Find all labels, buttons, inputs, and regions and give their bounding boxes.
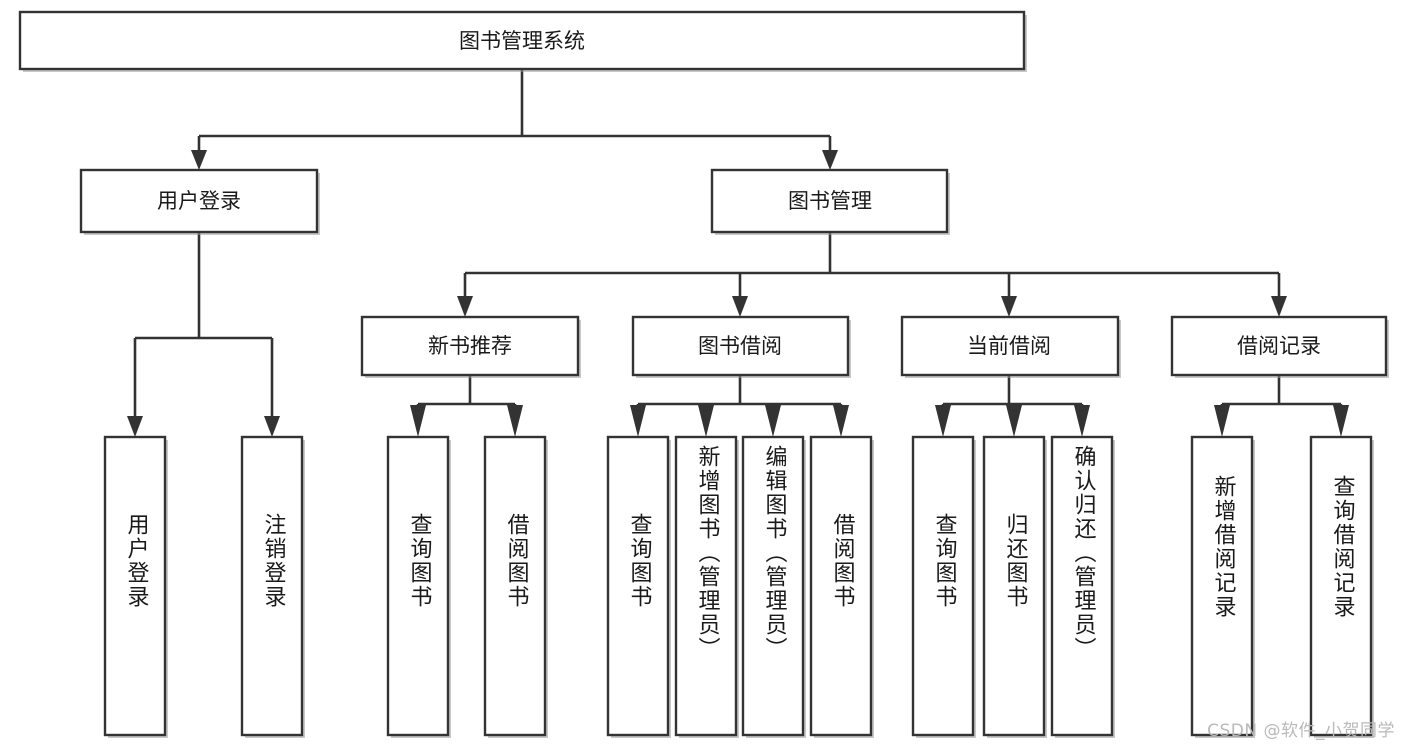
connector-group-new-book-rec — [410, 375, 523, 437]
leaf-node-nbr-borrow[interactable] — [483, 435, 548, 738]
leaf-node-cb-query[interactable] — [911, 435, 976, 738]
leaf-node-bb-borrow[interactable] — [809, 435, 874, 738]
leaf-nbr-query-box — [386, 435, 450, 737]
leaf-user-login-box — [103, 435, 167, 737]
leaf-node-cb-return[interactable] — [982, 435, 1047, 738]
leaf-node-br-add[interactable] — [1190, 435, 1255, 738]
node-root[interactable]: 图书管理系统 — [18, 10, 1027, 72]
arrow-ul-to-leaf-user-login — [127, 416, 143, 437]
leaf-node-cb-confirm[interactable] — [1050, 435, 1115, 738]
node-borrow-record-box — [1170, 315, 1388, 377]
arrow-bb-to-add — [698, 405, 714, 437]
node-book-borrow-label: 图书借阅 — [698, 334, 782, 358]
arrow-root-to-user-login — [191, 150, 207, 170]
arrow-bm-to-new-book-rec — [457, 296, 473, 317]
leaf-bb-borrow-box — [809, 435, 873, 737]
leaf-logout-box — [240, 435, 304, 737]
leaf-node-user-login[interactable] — [103, 435, 168, 738]
arrow-root-to-book-manage — [822, 150, 838, 170]
node-book-manage-box — [710, 168, 949, 234]
leaf-node-bb-edit[interactable] — [741, 435, 806, 738]
node-current-borrow-box — [900, 315, 1120, 377]
node-root-label: 图书管理系统 — [459, 29, 585, 53]
leaf-node-bb-query[interactable] — [606, 435, 671, 738]
leaf-cb-confirm-box — [1050, 435, 1114, 737]
arrow-bm-to-current-borrow — [1001, 296, 1017, 317]
node-book-manage[interactable]: 图书管理 — [710, 168, 950, 235]
arrow-bm-to-book-borrow — [732, 296, 748, 317]
node-current-borrow[interactable]: 当前借阅 — [900, 315, 1121, 378]
arrow-bb-to-edit — [765, 405, 781, 437]
leaf-br-add-box — [1190, 435, 1254, 737]
node-user-login-box — [79, 168, 319, 234]
arrow-nbr-to-query — [410, 405, 426, 437]
leaf-nbr-borrow-box — [483, 435, 547, 737]
node-root-box — [18, 10, 1026, 71]
connector-group-book-manage — [457, 232, 1287, 317]
node-new-book-rec-label: 新书推荐 — [428, 334, 512, 358]
arrow-nbr-to-borrow — [507, 405, 523, 437]
node-user-login-label: 用户登录 — [157, 189, 241, 213]
connector-group-book-borrow — [630, 375, 849, 437]
node-borrow-record-label: 借阅记录 — [1237, 334, 1321, 358]
arrow-br-to-add — [1214, 405, 1230, 437]
arrow-ul-to-leaf-logout — [264, 416, 280, 437]
arrow-bb-to-query — [630, 405, 646, 437]
arrow-bb-to-borrow — [833, 405, 849, 437]
leaf-node-nbr-query[interactable] — [386, 435, 451, 738]
connector-group-current-borrow — [935, 375, 1090, 437]
connector-group-borrow-record — [1214, 375, 1349, 437]
node-new-book-rec-box — [360, 315, 580, 377]
arrow-cb-to-query — [935, 405, 951, 437]
node-borrow-record[interactable]: 借阅记录 — [1170, 315, 1389, 378]
node-user-login[interactable]: 用户登录 — [79, 168, 320, 235]
connector-group-user-login — [127, 232, 280, 437]
leaf-bb-add-box — [674, 435, 738, 737]
leaf-cb-return-box — [982, 435, 1046, 737]
arrow-cb-to-confirm — [1074, 405, 1090, 437]
leaf-bb-query-box — [606, 435, 670, 737]
csdn-watermark: CSDN @软件_小贺同学 — [1207, 721, 1395, 741]
node-book-borrow-box — [631, 315, 850, 377]
leaf-bb-edit-box — [741, 435, 805, 737]
node-current-borrow-label: 当前借阅 — [967, 334, 1051, 358]
node-book-manage-label: 图书管理 — [788, 189, 872, 213]
leaf-br-query-box — [1309, 435, 1373, 737]
arrow-bm-to-borrow-record — [1271, 296, 1287, 317]
leaf-node-br-query[interactable] — [1309, 435, 1374, 738]
node-book-borrow[interactable]: 图书借阅 — [631, 315, 851, 378]
leaf-node-bb-add[interactable] — [674, 435, 739, 738]
arrow-cb-to-return — [1006, 405, 1022, 437]
leaf-cb-query-box — [911, 435, 975, 737]
connector-group-root — [191, 69, 838, 170]
leaf-node-logout[interactable] — [240, 435, 305, 738]
arrow-br-to-query — [1333, 405, 1349, 437]
node-new-book-rec[interactable]: 新书推荐 — [360, 315, 581, 378]
